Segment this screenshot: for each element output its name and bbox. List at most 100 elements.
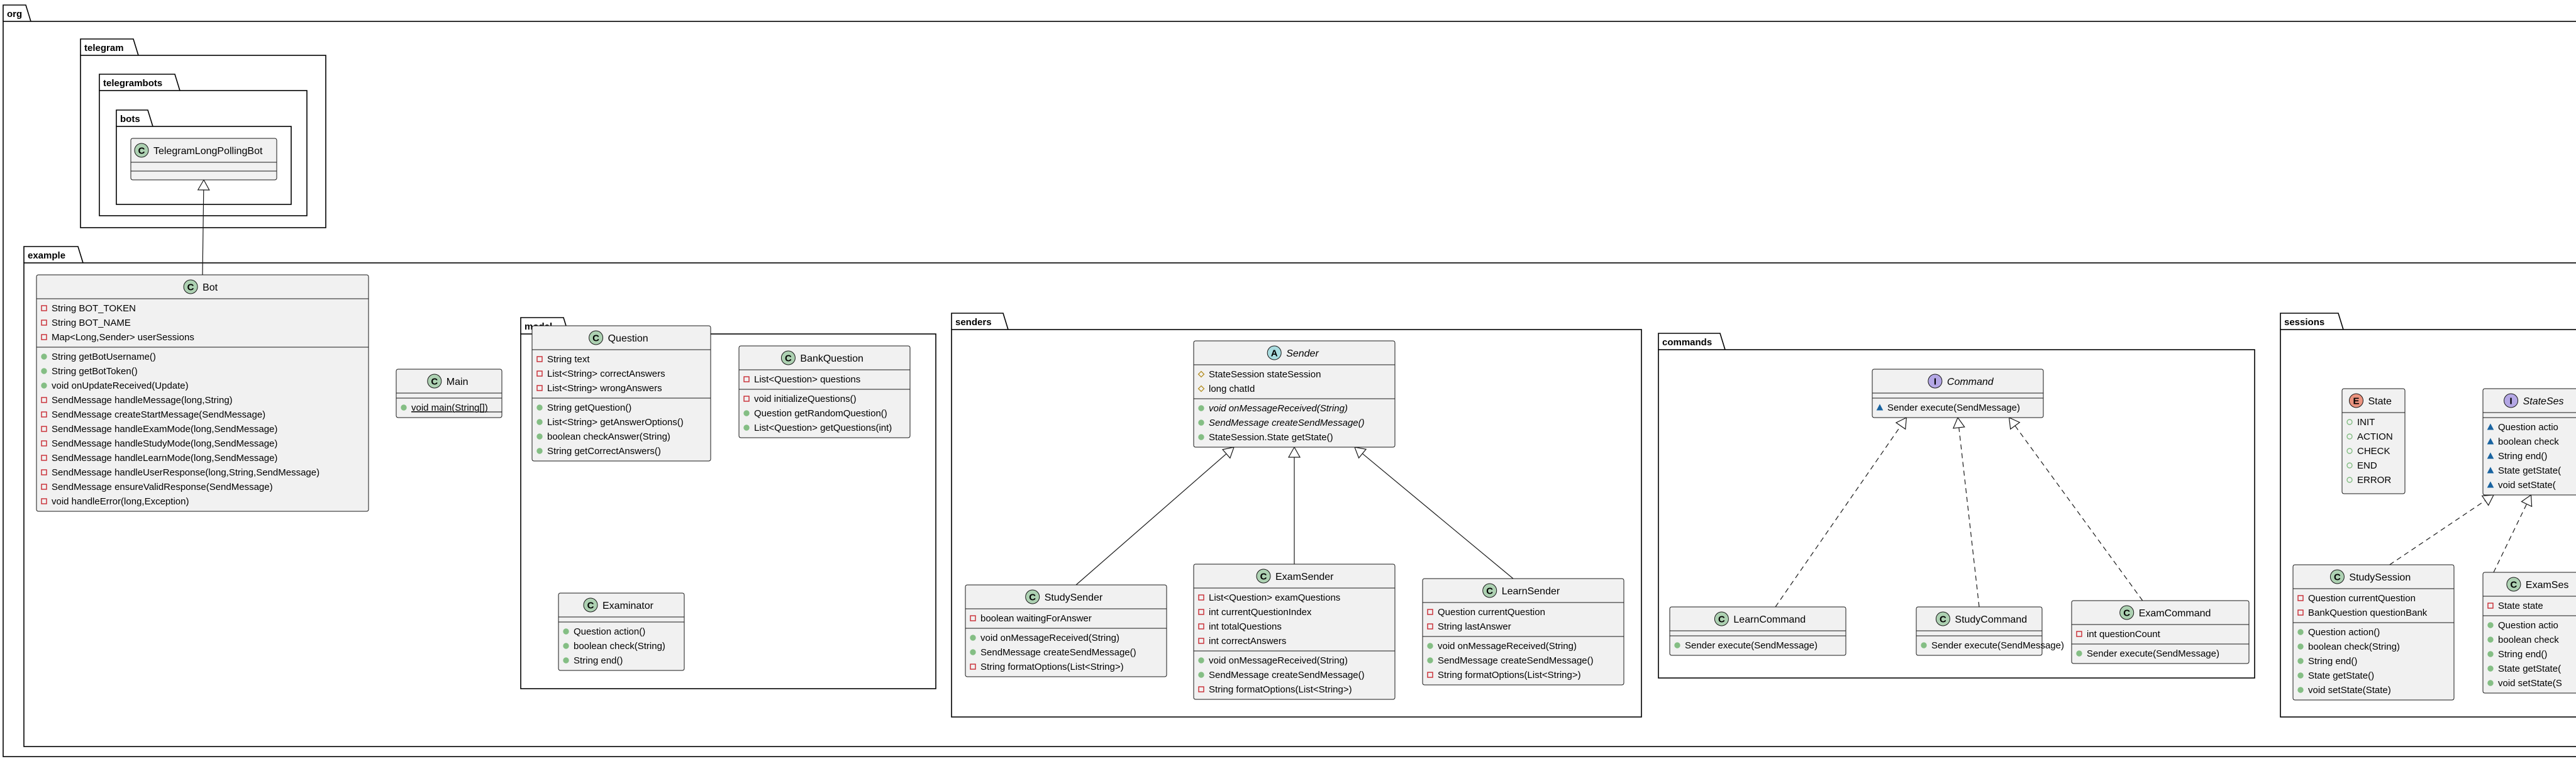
class-studycommand-method-0-visibility-marker (1921, 642, 1927, 648)
class-studysession-field-1: BankQuestion questionBank (2308, 608, 2428, 618)
extends-relation-bot-arrowhead (197, 179, 210, 191)
class-studysession-stereotype-icon (2329, 569, 2345, 584)
class-studysession[interactable]: StudySession C Question currentQuestionBan… (2292, 564, 2455, 701)
class-examses-field-0: State state (2498, 601, 2543, 611)
class-state-field-1-visibility-marker (2346, 433, 2353, 440)
class-question-field-2-visibility-marker (536, 385, 543, 391)
class-examsender-method-0-visibility-marker (1198, 657, 1204, 664)
class-question-stereotype-letter: C (592, 333, 599, 344)
class-studysession-field-0: Question currentQuestion (2308, 593, 2416, 604)
class-learnsender-method-2-visibility-marker (1427, 672, 1433, 678)
class-examinator-box (558, 592, 685, 671)
class-bankquestion-method-1: Question getRandomQuestion() (754, 408, 887, 419)
class-studycommand-name: StudyCommand (1955, 614, 2027, 625)
class-learnsender-method-2: String formatOptions(List<String>) (1438, 670, 1581, 680)
class-question-method-3: String getCorrectAnswers() (547, 446, 661, 457)
class-stateses-method-2-visibility-marker (2487, 452, 2494, 459)
class-bankquestion-method-2: List<Question> getQuestions(int) (754, 423, 892, 433)
class-state-stereotype-letter: E (2353, 396, 2359, 407)
class-examinator-method-2: String end() (574, 655, 623, 666)
class-telegramlongpollingbot-name: TelegramLongPollingBot (153, 146, 263, 157)
class-bot-stereotype-letter: C (187, 282, 194, 293)
class-stateses-box (2482, 388, 2576, 496)
class-state-field-2-visibility-marker (2346, 448, 2353, 454)
class-studysession-method-4-visibility-marker (2297, 687, 2304, 693)
class-examcommand-field-0-visibility-marker (2076, 631, 2082, 637)
class-sender-field-0-visibility-marker (1197, 370, 1205, 378)
class-question-field-1-visibility-marker (536, 370, 543, 377)
class-question-box (531, 325, 711, 462)
class-bot-method-2: void onUpdateReceived(Update) (52, 380, 189, 391)
class-question-method-0-visibility-marker (536, 404, 543, 411)
class-bankquestion-field-0-visibility-marker (743, 376, 750, 382)
class-bot-method-10: void handleError(long,Exception) (52, 496, 189, 507)
class-examses-method-1-visibility-marker (2487, 636, 2494, 643)
class-question-method-3-visibility-marker (536, 448, 543, 454)
class-learnsender-field-1-visibility-marker (1427, 623, 1433, 630)
class-stateses-method-0: Question actio (2498, 422, 2558, 433)
class-state-box (2341, 388, 2406, 494)
class-studysender-box (965, 584, 1167, 677)
class-sender-stereotype-icon (1267, 345, 1282, 360)
class-bot-method-6-visibility-marker (41, 440, 47, 447)
class-question-method-2-visibility-marker (536, 433, 543, 440)
class-question-stereotype-icon (589, 330, 604, 345)
class-command-method-0: Sender execute(SendMessage) (1887, 403, 2020, 413)
extends-relation-learn-sender (1354, 447, 1514, 579)
implements-relation-study-command (1952, 416, 1980, 608)
package-label-senders: senders (955, 317, 992, 328)
class-bot-method-1-visibility-marker (41, 368, 47, 374)
class-bot-method-5-visibility-marker (41, 426, 47, 432)
class-bankquestion-method-0: void initializeQuestions() (754, 394, 857, 404)
class-state-field-3-visibility-marker (2346, 462, 2353, 469)
class-examses-method-1: boolean check (2498, 635, 2559, 645)
class-studysession-stereotype-letter: C (2334, 572, 2341, 583)
package-example: example (23, 246, 2576, 747)
class-bot-field-0-visibility-marker (41, 305, 47, 311)
class-bot-method-8: SendMessage handleUserResponse(long,Stri… (52, 467, 319, 478)
class-bot-method-4: SendMessage createStartMessage(SendMessa… (52, 409, 265, 420)
class-stateses-method-0-visibility-marker (2487, 423, 2494, 430)
class-studysession-field-0-visibility-marker (2297, 595, 2304, 601)
class-bot-method-3-visibility-marker (41, 397, 47, 403)
class-studysession-name: StudySession (2349, 572, 2411, 583)
class-examses-method-3-visibility-marker (2487, 665, 2494, 672)
class-examinator-stereotype-letter: C (587, 601, 594, 611)
class-learnsender-method-1: SendMessage createSendMessage() (1438, 655, 1594, 666)
class-bot-method-8-visibility-marker (41, 469, 47, 475)
class-learnsender-method-0: void onMessageReceived(String) (1438, 641, 1577, 652)
class-state-field-2: CHECK (2357, 446, 2390, 457)
class-studysender-stereotype-icon (1025, 589, 1040, 604)
extends-relation-bot (197, 179, 210, 275)
package-label-bots: bots (120, 114, 140, 125)
implements-relation-study-session (2389, 494, 2495, 565)
class-bot-field-2-visibility-marker (41, 334, 47, 340)
implements-relation-exam-session-arrowhead (2521, 494, 2533, 508)
class-studysession-field-1-visibility-marker (2297, 609, 2304, 616)
class-question-method-2: boolean checkAnswer(String) (547, 431, 670, 442)
class-learncommand-method-0: Sender execute(SendMessage) (1685, 640, 1818, 651)
class-studysender-stereotype-letter: C (1029, 592, 1036, 603)
class-studysession-method-1-visibility-marker (2297, 643, 2304, 650)
class-examsender-field-3: int correctAnswers (1209, 636, 1286, 647)
class-bankquestion-method-1-visibility-marker (743, 410, 750, 416)
class-learnsender-field-0: Question currentQuestion (1438, 607, 1545, 618)
class-examcommand-method-0: Sender execute(SendMessage) (2087, 648, 2219, 659)
